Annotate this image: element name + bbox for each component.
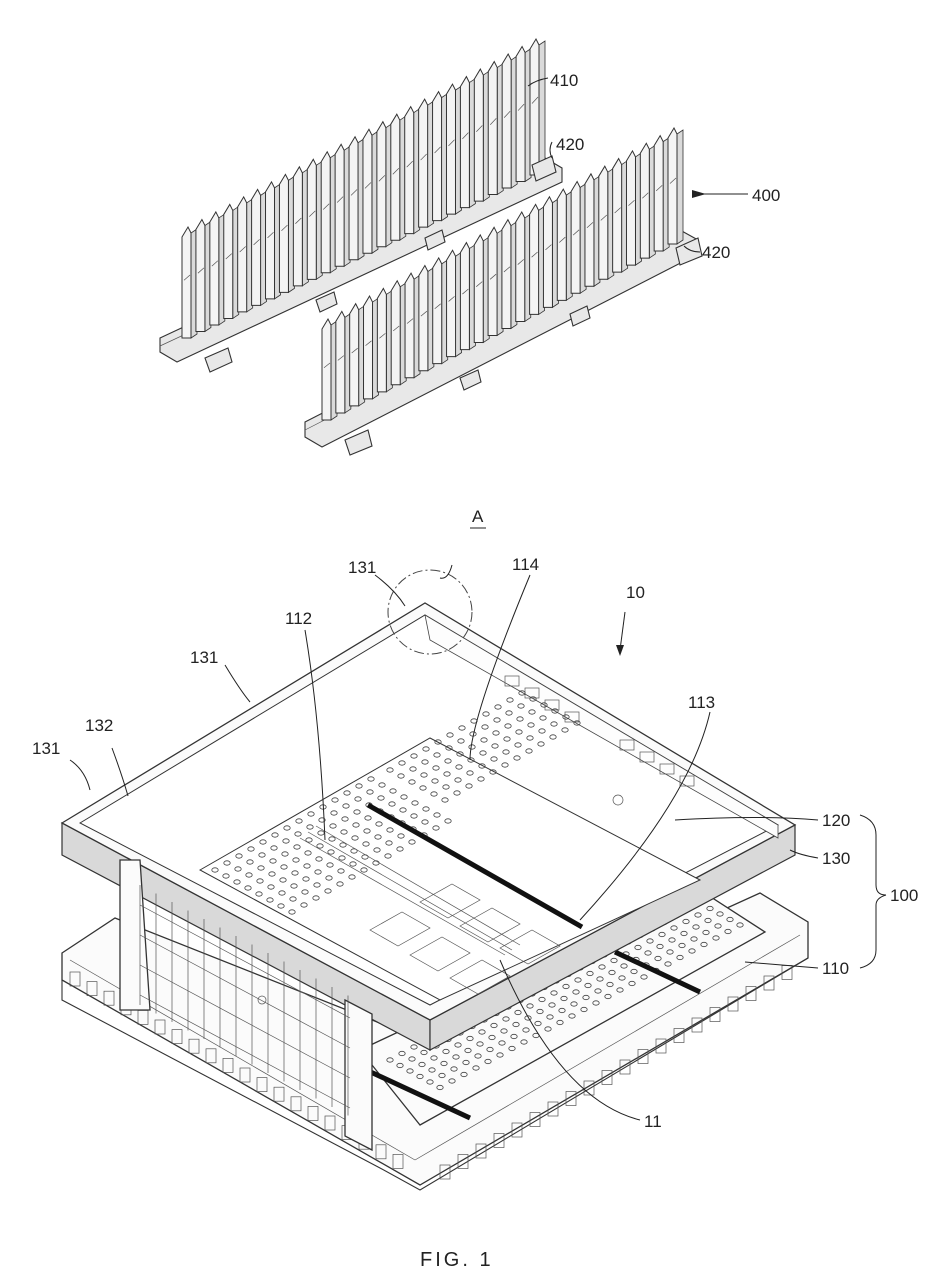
rear-fin xyxy=(516,47,531,182)
front-fin xyxy=(433,258,448,364)
rear-fin xyxy=(293,167,308,286)
label-112: 112 xyxy=(285,609,312,628)
label-100: 100 xyxy=(890,886,918,905)
rear-fin xyxy=(266,182,281,299)
rear-fin xyxy=(391,114,406,240)
rear-fin xyxy=(474,69,489,201)
label-114: 114 xyxy=(512,555,539,574)
figure-caption: FIG. 1 xyxy=(420,1249,494,1271)
rear-fin xyxy=(419,99,434,227)
label-132: 132 xyxy=(85,716,113,735)
label-420-rear: 420 xyxy=(556,135,584,154)
front-fin xyxy=(377,288,392,391)
rear-fin xyxy=(530,39,545,175)
front-fin xyxy=(474,235,489,343)
rear-fin xyxy=(196,219,211,331)
front-fin xyxy=(322,319,337,420)
tray-10 xyxy=(62,570,808,1190)
rear-fin xyxy=(377,122,392,247)
label-130: 130 xyxy=(822,849,850,868)
label-131-mid: 131 xyxy=(190,648,218,667)
front-fin xyxy=(447,250,462,356)
front-fin xyxy=(668,128,683,244)
front-fin xyxy=(626,151,641,265)
rear-fin xyxy=(363,129,378,253)
label-113: 113 xyxy=(688,693,715,712)
rear-fin xyxy=(238,197,253,312)
rear-fin xyxy=(224,204,239,318)
front-fin xyxy=(336,311,351,413)
center-support-leg xyxy=(345,1000,372,1150)
rear-fin xyxy=(182,227,197,338)
rear-fin xyxy=(210,212,225,325)
front-fin xyxy=(599,166,614,279)
front-fin xyxy=(350,304,365,406)
front-fin xyxy=(502,220,517,329)
front-fin xyxy=(419,266,434,371)
front-fin xyxy=(516,212,531,321)
front-fin xyxy=(405,273,420,378)
label-400: 400 xyxy=(752,186,780,205)
rear-fin xyxy=(405,107,420,234)
front-fin xyxy=(364,296,379,399)
front-fin xyxy=(543,197,558,308)
rear-fin xyxy=(488,62,503,195)
label-420-front: 420 xyxy=(702,243,730,262)
rear-fin xyxy=(335,144,350,266)
label-120: 120 xyxy=(822,811,850,830)
label-10: 10 xyxy=(626,583,645,602)
rear-fin xyxy=(502,54,517,188)
front-fin xyxy=(585,174,600,286)
front-fin xyxy=(557,189,572,300)
rear-fin xyxy=(252,189,267,305)
label-131-top: 131 xyxy=(348,558,376,577)
rear-fin xyxy=(446,84,461,214)
rear-fin xyxy=(279,174,294,292)
front-fin xyxy=(488,227,503,335)
rear-fin xyxy=(307,159,322,279)
separator-assembly-400 xyxy=(160,39,702,455)
rear-fin xyxy=(321,152,336,273)
front-fin xyxy=(654,136,669,251)
label-131-left: 131 xyxy=(32,739,60,758)
front-fin xyxy=(613,159,628,273)
label-A: A xyxy=(472,507,484,526)
front-fin xyxy=(391,281,406,385)
front-fin xyxy=(640,143,655,258)
label-410: 410 xyxy=(550,71,578,90)
front-fin xyxy=(571,181,586,293)
rear-fin xyxy=(460,77,475,208)
front-fin xyxy=(530,204,545,314)
label-11: 11 xyxy=(644,1112,662,1131)
rear-fin xyxy=(433,92,448,221)
rear-fin xyxy=(349,137,364,260)
label-110: 110 xyxy=(822,959,849,978)
front-fin xyxy=(460,243,475,350)
